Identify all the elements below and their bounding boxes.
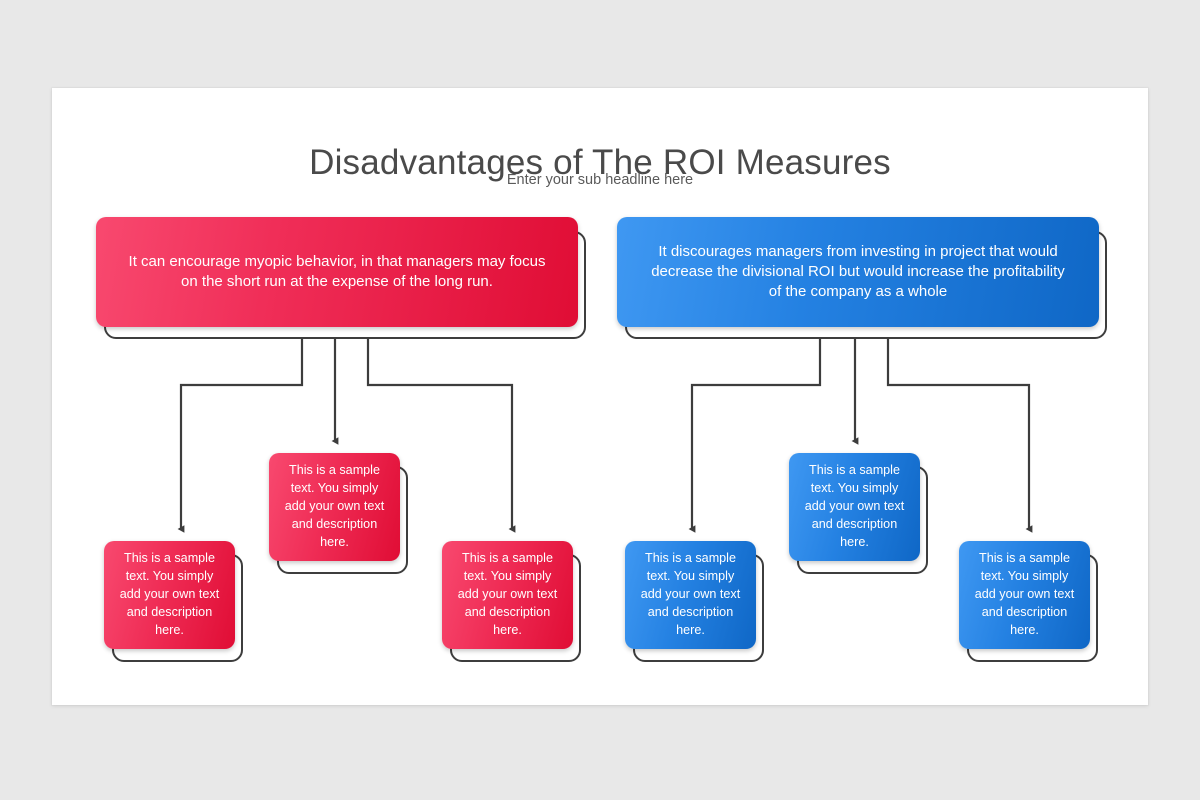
- blue-header-text: It discourages managers from investing i…: [651, 243, 1065, 300]
- blue-child-2-text: This is a sample text. You simply add yo…: [804, 463, 905, 549]
- red-child-1-text: This is a sample text. You simply add yo…: [119, 551, 220, 637]
- red-child-1-card[interactable]: This is a sample text. You simply add yo…: [104, 541, 235, 649]
- red-header-text: It can encourage myopic behavior, in tha…: [128, 253, 546, 290]
- blue-child-1-card[interactable]: This is a sample text. You simply add yo…: [625, 541, 756, 649]
- blue-header-card[interactable]: It discourages managers from investing i…: [617, 217, 1099, 327]
- page-subtitle: Enter your sub headline here: [506, 172, 694, 188]
- red-child-3-text: This is a sample text. You simply add yo…: [457, 551, 558, 637]
- blue-child-2-card[interactable]: This is a sample text. You simply add yo…: [789, 453, 920, 561]
- red-child-3-card[interactable]: This is a sample text. You simply add yo…: [442, 541, 573, 649]
- blue-child-1-text: This is a sample text. You simply add yo…: [640, 551, 741, 637]
- blue-child-3-text: This is a sample text. You simply add yo…: [974, 551, 1075, 637]
- red-header-card[interactable]: It can encourage myopic behavior, in tha…: [96, 217, 578, 327]
- red-child-2-text: This is a sample text. You simply add yo…: [284, 463, 385, 549]
- blue-child-3-card[interactable]: This is a sample text. You simply add yo…: [959, 541, 1090, 649]
- page-title: Disadvantages of The ROI Measures: [309, 143, 891, 183]
- red-child-2-card[interactable]: This is a sample text. You simply add yo…: [269, 453, 400, 561]
